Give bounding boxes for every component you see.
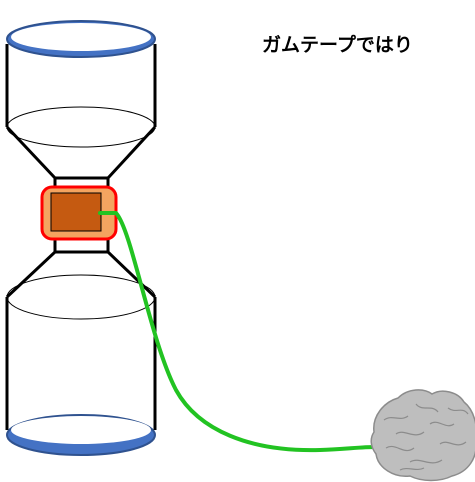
- tape-band: [40, 185, 118, 241]
- sensor-block-icon: [50, 192, 102, 232]
- brain-outline: [370, 389, 475, 482]
- lower-vessel: [5, 250, 157, 456]
- wire: [98, 211, 377, 453]
- upper-vessel: [5, 20, 157, 180]
- upper-lid-inner: [11, 23, 151, 51]
- upper-funnel-left: [5, 125, 57, 180]
- lower-inner-ellipse: [6, 274, 156, 320]
- lower-funnel-left: [5, 250, 57, 299]
- upper-funnel-right: [106, 125, 157, 180]
- brain-folds: [383, 403, 469, 471]
- lower-funnel-right: [106, 250, 157, 299]
- brain-icon: [370, 389, 475, 482]
- neck: [53, 176, 110, 254]
- caption: ガムテープではり: [262, 34, 413, 56]
- upper-inner-ellipse: [6, 106, 156, 148]
- lower-lid-inner: [11, 416, 151, 444]
